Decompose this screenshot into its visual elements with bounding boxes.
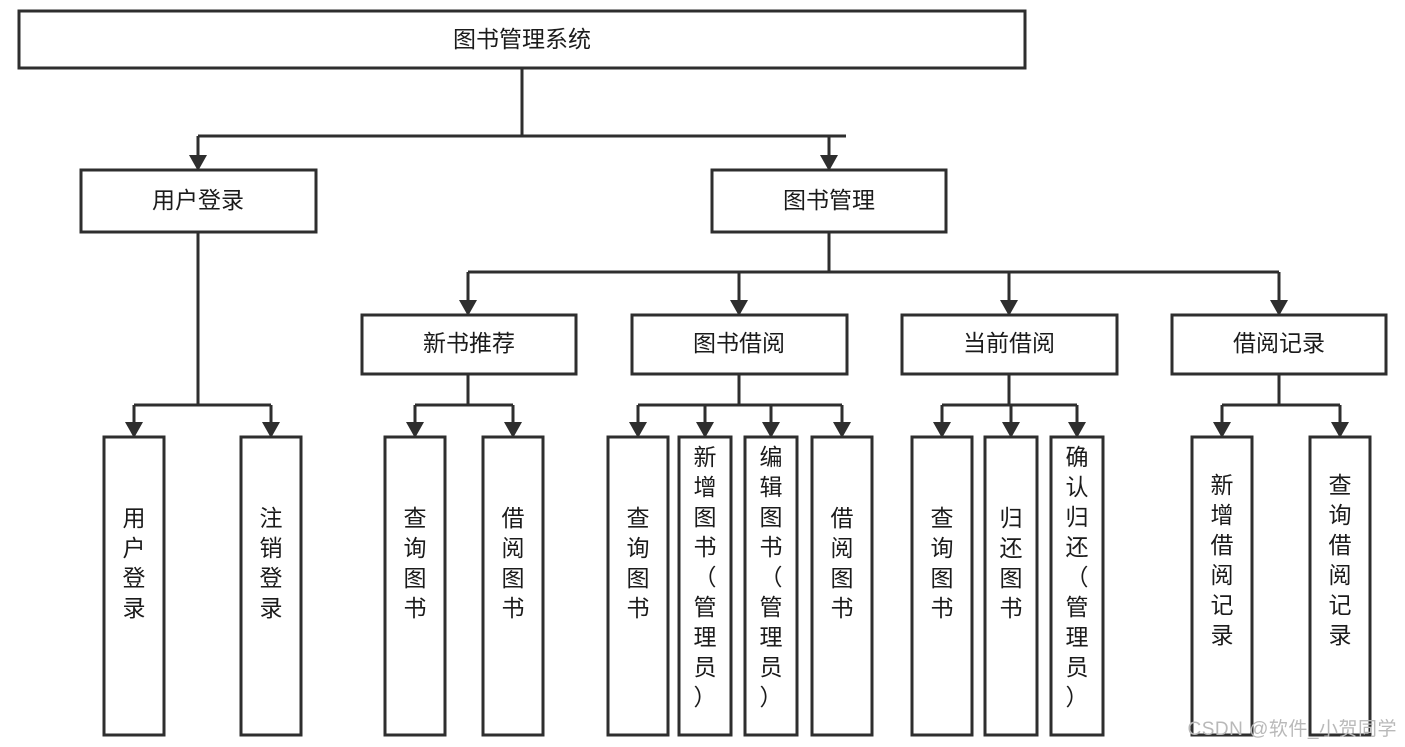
node-new-book-recommend[interactable]: 新书推荐	[360, 313, 578, 376]
leaf-query-book-2-label: 查询图书	[627, 505, 650, 621]
leaf-query-borrow-record[interactable]: 查询借阅记录	[1308, 435, 1372, 737]
leaf-query-book-1[interactable]: 查询图书	[383, 435, 447, 737]
node-new-book-recommend-label: 新书推荐	[423, 330, 515, 356]
node-book-borrow-label: 图书借阅	[693, 330, 785, 356]
leaf-edit-book-admin[interactable]: 编辑图书（管理员）	[743, 435, 799, 737]
leaf-return-book-label: 归还图书	[1000, 505, 1023, 621]
node-book-borrow-box[interactable]	[630, 313, 849, 376]
leaf-add-borrow-record[interactable]: 新增借阅记录	[1190, 435, 1254, 737]
leaf-query-book-1-box[interactable]	[383, 435, 447, 737]
leaf-user-login-box[interactable]	[102, 435, 166, 737]
node-current-borrow-box[interactable]	[900, 313, 1119, 376]
leaf-return-book[interactable]: 归还图书	[983, 435, 1039, 737]
leaf-query-book-2-box[interactable]	[606, 435, 670, 737]
leaf-user-login-label: 用户登录	[123, 505, 146, 621]
node-book-manage-box[interactable]	[710, 168, 948, 234]
node-book-borrow[interactable]: 图书借阅	[630, 313, 849, 376]
node-user-login-box[interactable]	[79, 168, 318, 234]
node-root-label: 图书管理系统	[453, 26, 591, 52]
leaf-logout-login[interactable]: 注销登录	[239, 435, 303, 737]
connector-layer	[125, 68, 1349, 438]
leaf-borrow-book-1[interactable]: 借阅图书	[481, 435, 545, 737]
leaf-add-borrow-record-label: 新增借阅记录	[1211, 472, 1234, 648]
node-current-borrow[interactable]: 当前借阅	[900, 313, 1119, 376]
leaf-confirm-return-admin-label: 确认归还（管理员）	[1066, 444, 1089, 710]
node-user-login-label: 用户登录	[152, 187, 244, 213]
leaf-query-borrow-record-label: 查询借阅记录	[1329, 472, 1352, 648]
leaf-borrow-book-1-label: 借阅图书	[502, 505, 525, 621]
leaf-borrow-book-2-box[interactable]	[810, 435, 874, 737]
leaf-query-book-3-label: 查询图书	[931, 505, 954, 621]
node-book-manage[interactable]: 图书管理	[710, 168, 948, 234]
leaf-edit-book-admin-label: 编辑图书（管理员）	[760, 444, 783, 710]
leaf-confirm-return-admin[interactable]: 确认归还（管理员）	[1049, 435, 1105, 737]
leaf-query-book-2[interactable]: 查询图书	[606, 435, 670, 737]
leaf-add-borrow-record-box[interactable]	[1190, 435, 1254, 737]
node-borrow-record[interactable]: 借阅记录	[1170, 313, 1388, 376]
leaf-query-book-1-label: 查询图书	[404, 505, 427, 621]
leaf-edit-book-admin-box[interactable]	[743, 435, 799, 737]
leaf-user-login[interactable]: 用户登录	[102, 435, 166, 737]
leaf-query-borrow-record-box[interactable]	[1308, 435, 1372, 737]
node-user-login[interactable]: 用户登录	[79, 168, 318, 234]
leaf-query-book-3-box[interactable]	[910, 435, 974, 737]
node-borrow-record-label: 借阅记录	[1233, 330, 1325, 356]
leaf-confirm-return-admin-box[interactable]	[1049, 435, 1105, 737]
leaf-return-book-box[interactable]	[983, 435, 1039, 737]
leaf-logout-login-box[interactable]	[239, 435, 303, 737]
leaf-borrow-book-2-label: 借阅图书	[831, 505, 854, 621]
node-root-box[interactable]	[17, 9, 1027, 70]
node-root[interactable]: 图书管理系统	[17, 9, 1027, 70]
node-borrow-record-box[interactable]	[1170, 313, 1388, 376]
node-new-book-recommend-box[interactable]	[360, 313, 578, 376]
leaf-borrow-book-1-box[interactable]	[481, 435, 545, 737]
leaf-add-book-admin-label: 新增图书（管理员）	[694, 444, 717, 710]
node-current-borrow-label: 当前借阅	[963, 330, 1055, 356]
leaf-query-book-3[interactable]: 查询图书	[910, 435, 974, 737]
leaf-add-book-admin[interactable]: 新增图书（管理员）	[677, 435, 733, 737]
node-book-manage-label: 图书管理	[783, 187, 875, 213]
leaf-logout-login-label: 注销登录	[260, 505, 283, 621]
leaf-borrow-book-2[interactable]: 借阅图书	[810, 435, 874, 737]
leaf-add-book-admin-box[interactable]	[677, 435, 733, 737]
